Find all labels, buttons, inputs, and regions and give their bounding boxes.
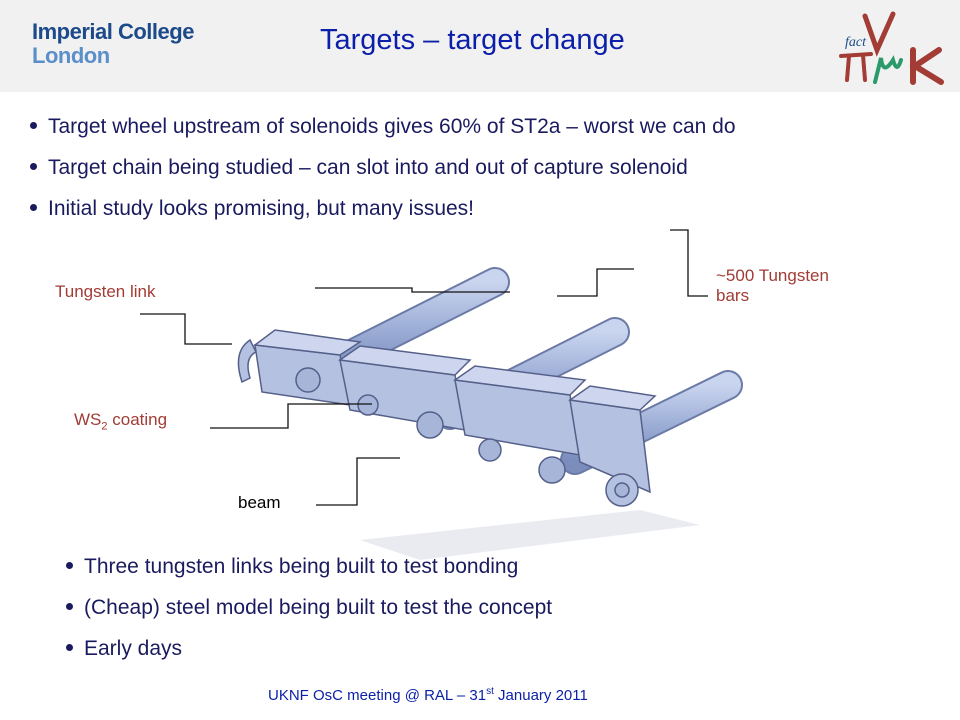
chain-link xyxy=(569,399,651,494)
slide-title: Targets – target change xyxy=(320,24,625,56)
leader-lines xyxy=(140,229,708,506)
imperial-college-logo: Imperial College London xyxy=(32,20,194,68)
list-item: Initial study looks promising, but many … xyxy=(30,188,736,229)
diagram-shadow xyxy=(360,510,700,560)
leader-line-bars-left xyxy=(315,287,510,293)
nufact-logo-mu-icon xyxy=(873,55,903,84)
logo-line-2: London xyxy=(32,43,110,68)
chain-link-top xyxy=(337,345,472,376)
bottom-bullet-list: Three tungsten links being built to test… xyxy=(66,546,552,669)
slide-footer: UKNF OsC meeting @ RAL – 31st January 20… xyxy=(268,686,588,704)
header-band xyxy=(0,0,960,92)
label-ws2-coating: WS2 coating xyxy=(74,410,168,433)
nufact-logo-k-icon xyxy=(909,47,944,85)
label-tungsten-bars-line-2: bars xyxy=(716,286,750,305)
tungsten-chain xyxy=(237,329,657,507)
bullet-icon xyxy=(66,561,73,569)
chain-link-top xyxy=(452,365,587,396)
list-item: Early days xyxy=(66,628,552,669)
label-tungsten-bars: ~500 Tungsten bars xyxy=(716,266,829,306)
label-beam: beam xyxy=(238,493,281,512)
logo-line-1: Imperial College xyxy=(32,19,194,44)
leader-line-bars-mid xyxy=(557,268,634,297)
bullet-icon xyxy=(66,602,73,610)
chain-link-top xyxy=(568,385,657,411)
link-hole xyxy=(416,411,444,439)
link-hole xyxy=(478,438,502,462)
bullet-icon xyxy=(66,643,73,651)
link-hole xyxy=(357,394,379,416)
top-bullet-list: Target wheel upstream of solenoids gives… xyxy=(30,106,736,229)
leader-line-beam xyxy=(316,457,400,506)
nufact-logo: fact xyxy=(839,11,944,85)
leader-line-bars-right xyxy=(670,229,708,297)
link-hole xyxy=(538,456,566,484)
nufact-logo-fact-text: fact xyxy=(845,35,867,50)
chain-link-top xyxy=(253,329,363,356)
chain-hook xyxy=(237,338,258,384)
link-hole xyxy=(295,367,321,393)
link-hole xyxy=(614,482,630,498)
list-item: Target chain being studied – can slot in… xyxy=(30,147,736,188)
bullet-icon xyxy=(30,162,37,170)
list-item: (Cheap) steel model being built to test … xyxy=(66,587,552,628)
leader-line-tungsten-link xyxy=(140,313,232,345)
leader-line-ws2 xyxy=(210,403,372,429)
bullet-icon xyxy=(30,121,37,129)
label-tungsten-bars-line-1: ~500 Tungsten xyxy=(716,266,829,285)
label-tungsten-link: Tungsten link xyxy=(55,282,156,301)
list-item: Target wheel upstream of solenoids gives… xyxy=(30,106,736,147)
nufact-logo-pi-icon xyxy=(839,52,873,82)
nufact-logo-nu-icon xyxy=(862,11,896,57)
bullet-icon xyxy=(30,203,37,211)
list-item: Three tungsten links being built to test… xyxy=(66,546,552,587)
